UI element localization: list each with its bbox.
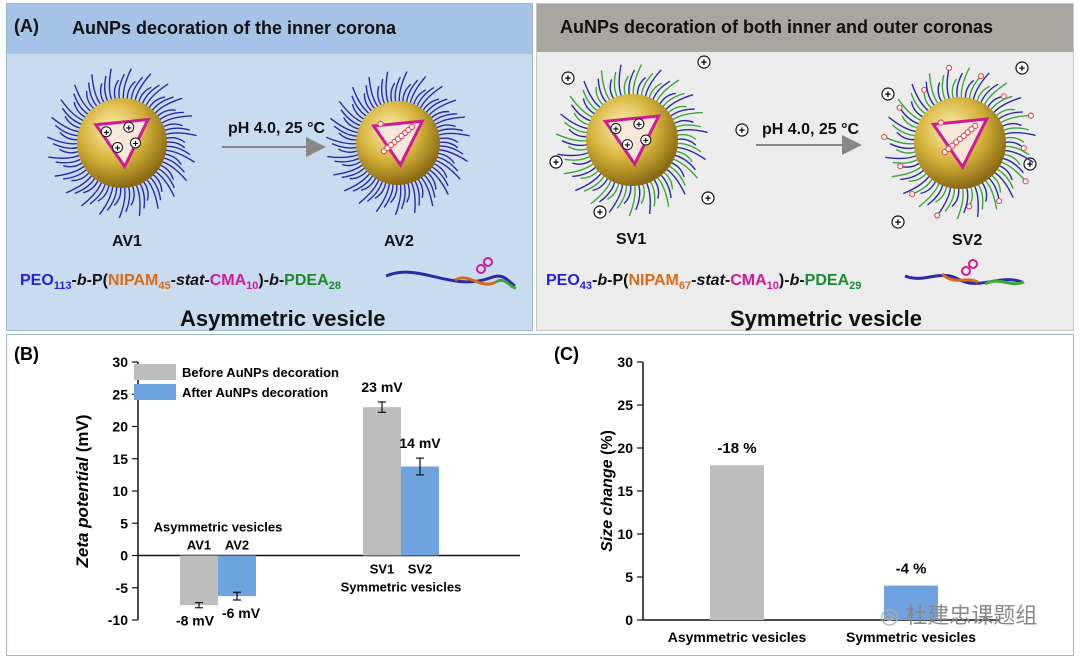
positive-charge-icon: [1023, 157, 1037, 171]
data-label-av2: -6 mV: [222, 605, 261, 621]
wechat-icon: ◎: [880, 603, 900, 628]
svg-text:+: +: [624, 141, 630, 152]
y-tick-label-c: 15: [617, 483, 633, 499]
copolymer-cartoon-left: [385, 270, 516, 288]
y-axis-label-b: Zeta potential (mV): [73, 414, 92, 568]
svg-text:+: +: [613, 125, 619, 136]
watermark-text: 杜建忠课题组: [905, 603, 1038, 628]
y-tick-label-c: 10: [617, 526, 633, 542]
bar-label-sv2: SV2: [408, 562, 433, 577]
svg-text:+: +: [739, 125, 745, 137]
svg-text:+: +: [701, 57, 707, 69]
svg-text:+: +: [103, 128, 109, 139]
bar-av2: [218, 555, 256, 597]
label-av1: AV1: [112, 233, 142, 250]
svg-text:+: +: [133, 139, 139, 150]
bar-sv2: [401, 466, 439, 556]
data-label-av1: -8 mV: [176, 613, 215, 629]
legend-swatch-b: [134, 364, 176, 380]
y-tick-label-c: 0: [625, 612, 633, 628]
positive-charge-icon: [735, 123, 749, 137]
panel-c-letter: (C): [554, 344, 579, 364]
category-label-c: Symmetric vesicles: [846, 629, 976, 645]
vesicle-av1-illustration: ++++: [46, 68, 197, 219]
watermark: ◎ 杜建忠课题组: [880, 598, 1037, 630]
bar-size-change: [710, 465, 764, 620]
condition-right: pH 4.0, 25 °C: [762, 121, 860, 138]
y-tick-label-b: 25: [112, 386, 128, 402]
bar-av1: [180, 555, 218, 606]
y-tick-label-b: 10: [112, 483, 128, 499]
data-label-c: -4 %: [896, 561, 927, 578]
vesicle-sv1-illustration: ++++++++++++++: [549, 55, 1037, 229]
bar-label-av1: AV1: [187, 538, 211, 553]
positive-charge-icon: [701, 191, 715, 205]
vesicle-sv2-illustration: [881, 64, 1036, 220]
y-axis-label-c: Size change (%): [599, 430, 616, 552]
svg-text:+: +: [126, 123, 132, 134]
y-tick-label-c: 20: [617, 440, 633, 456]
svg-text:+: +: [895, 217, 901, 229]
vesicle-illustrations: ++++ ++++++++++++++: [46, 55, 1037, 290]
svg-text:+: +: [1027, 159, 1033, 171]
panel-a-left-title: AuNPs decoration of the inner corona: [72, 18, 397, 38]
positive-charge-icon: [881, 87, 895, 101]
positive-charge-icon: [549, 155, 563, 169]
legend-swatch-b: [134, 384, 176, 400]
condition-left: pH 4.0, 25 °C: [228, 120, 326, 137]
y-tick-label-b: 30: [112, 354, 128, 370]
y-tick-label-b: 20: [112, 419, 128, 435]
svg-text:+: +: [553, 157, 559, 169]
y-tick-label-c: 25: [617, 397, 633, 413]
positive-charge-icon: [891, 215, 905, 229]
svg-text:+: +: [565, 73, 571, 85]
label-sv1: SV1: [616, 231, 647, 248]
y-tick-label-b: -10: [108, 612, 128, 628]
panel-a-right-title: AuNPs decoration of both inner and outer…: [560, 17, 994, 37]
formula-symmetric: PEO43-b-P(NIPAM67-stat-CMA10)-b-PDEA29: [546, 272, 862, 293]
data-label-sv1: 23 mV: [361, 379, 403, 395]
data-label-c: -18 %: [717, 440, 756, 457]
y-tick-label-c: 5: [625, 569, 633, 585]
group-label-b: Symmetric vesicles: [341, 580, 462, 595]
svg-text:+: +: [597, 207, 603, 219]
positive-charge-icon: [593, 205, 607, 219]
vesicle-type-asymmetric: Asymmetric vesicle: [180, 306, 386, 331]
category-label-c: Asymmetric vesicles: [668, 629, 807, 645]
vesicle-av2-illustration: [325, 71, 470, 216]
svg-text:+: +: [885, 89, 891, 101]
y-tick-label-b: -5: [116, 580, 129, 596]
svg-text:+: +: [636, 120, 642, 131]
y-tick-label-b: 5: [120, 515, 128, 531]
bar-sv1: [363, 407, 401, 556]
legend-label-b: After AuNPs decoration: [182, 385, 328, 400]
panel-a-letter: (A): [14, 16, 39, 36]
y-tick-label-b: 15: [112, 451, 128, 467]
vesicle-type-symmetric: Symmetric vesicle: [730, 306, 923, 331]
formula-asymmetric: PEO113-b-P(NIPAM45-stat-CMA10)-b-PDEA28: [20, 272, 341, 293]
positive-charge-icon: [697, 55, 711, 69]
svg-text:+: +: [115, 144, 121, 155]
positive-charge-icon: [561, 71, 575, 85]
svg-text:+: +: [1019, 63, 1025, 75]
y-tick-label-c: 30: [617, 354, 633, 370]
legend-label-b: Before AuNPs decoration: [182, 365, 339, 380]
data-label-sv2: 14 mV: [399, 435, 441, 451]
positive-charge-icon: [1015, 61, 1029, 75]
panel-b-letter: (B): [14, 344, 39, 364]
label-sv2: SV2: [952, 232, 983, 249]
bar-size-change: [884, 585, 938, 620]
bar-label-av2: AV2: [225, 538, 249, 553]
group-label-b: Asymmetric vesicles: [154, 520, 283, 535]
svg-text:+: +: [705, 193, 711, 205]
svg-text:+: +: [643, 136, 649, 147]
bar-label-sv1: SV1: [370, 562, 395, 577]
label-av2: AV2: [384, 233, 414, 250]
y-tick-label-b: 0: [120, 548, 128, 564]
